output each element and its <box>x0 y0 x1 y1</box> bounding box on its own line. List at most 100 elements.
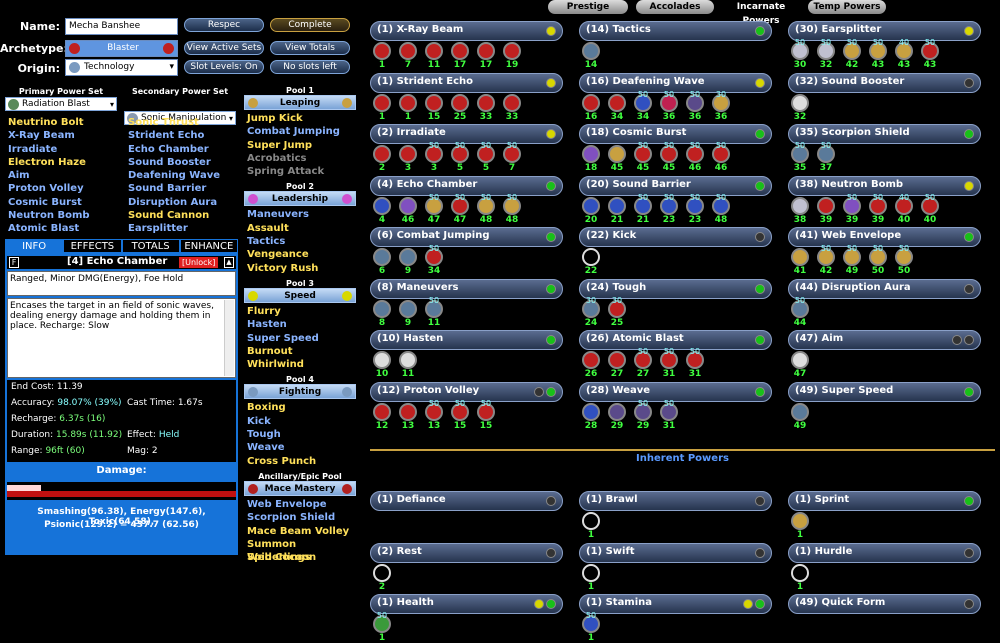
inactive-indicator[interactable] <box>964 547 974 558</box>
enhancement-icon[interactable] <box>373 615 391 633</box>
power-cross-punch[interactable]: Cross Punch <box>247 455 317 467</box>
toggle-indicator[interactable] <box>534 599 544 609</box>
active-indicator[interactable] <box>964 129 974 139</box>
inactive-indicator[interactable] <box>534 386 544 397</box>
power-spring-attack[interactable]: Spring Attack <box>247 166 325 178</box>
enhancement-icon[interactable] <box>451 196 469 215</box>
expand-icon[interactable]: ▲ <box>224 257 234 268</box>
enhancement-icon[interactable] <box>582 563 600 582</box>
toggle-indicator[interactable] <box>546 77 556 88</box>
power-atomic-blast[interactable]: Atomic Blast <box>8 223 80 235</box>
active-indicator[interactable] <box>546 386 556 397</box>
enhancement-icon[interactable] <box>608 145 626 163</box>
toggle-indicator[interactable] <box>546 26 556 36</box>
inactive-indicator[interactable] <box>964 283 974 294</box>
enhancement-icon[interactable] <box>608 299 626 318</box>
enhancement-icon[interactable] <box>660 196 678 215</box>
enhancement-icon[interactable] <box>582 512 600 530</box>
power-slot-earsplitter[interactable]: (30) Earsplitter <box>788 21 981 41</box>
power-slot-irradiate[interactable]: (2) Irradiate <box>370 124 563 144</box>
enhancement-icon[interactable] <box>895 196 913 215</box>
enhancement-icon[interactable] <box>425 145 443 163</box>
enhancement-icon[interactable] <box>660 93 678 112</box>
enhancement-icon[interactable] <box>791 563 809 582</box>
enhancement-icon[interactable] <box>817 196 835 215</box>
power-slot-combat-jumping[interactable]: (6) Combat Jumping <box>370 227 563 247</box>
power-super-speed[interactable]: Super Speed <box>247 332 319 344</box>
origin-select[interactable]: Technology ▾ <box>65 59 178 76</box>
enhancement-icon[interactable] <box>686 145 704 163</box>
power-slot-swift[interactable]: (1) Swift <box>579 542 772 563</box>
enhancement-icon[interactable] <box>451 145 469 163</box>
enhancement-icon[interactable] <box>712 145 730 163</box>
power-sonic-thrust[interactable]: Sonic Thrust <box>128 117 199 128</box>
power-echo-chamber[interactable]: Echo Chamber <box>128 143 209 155</box>
power-slot-kick[interactable]: (22) Kick <box>579 227 772 247</box>
enhancement-icon[interactable] <box>634 196 652 215</box>
enhancement-icon[interactable] <box>503 145 521 163</box>
enhancement-icon[interactable] <box>843 248 861 266</box>
enhancement-icon[interactable] <box>634 351 652 369</box>
enhancement-icon[interactable] <box>582 42 600 60</box>
power-slot-tough[interactable]: (24) Tough <box>579 278 772 299</box>
enhancement-icon[interactable] <box>477 93 495 112</box>
power-slot-proton-volley[interactable]: (12) Proton Volley <box>370 381 563 402</box>
enhancement-icon[interactable] <box>477 145 495 163</box>
enhancement-icon[interactable] <box>608 93 626 112</box>
power-disruption-aura[interactable]: Disruption Aura <box>128 196 218 208</box>
enhancement-icon[interactable] <box>712 196 730 215</box>
power-slot-x-ray-beam[interactable]: (1) X-Ray Beam <box>370 21 563 41</box>
power-acrobatics[interactable]: Acrobatics <box>247 152 307 164</box>
power-vengeance[interactable]: Vengeance <box>247 249 309 261</box>
enhancement-icon[interactable] <box>791 42 809 60</box>
pool-select-mace-mastery[interactable]: Mace Mastery <box>244 480 356 496</box>
pool-select-fighting[interactable]: Fighting <box>244 384 356 400</box>
view-active-sets-button[interactable]: View Active Sets <box>184 41 264 55</box>
power-summon-spiderlings[interactable]: Summon Spiderlings <box>247 538 311 563</box>
enhancement-icon[interactable] <box>869 42 887 60</box>
enhancement-icon[interactable] <box>660 402 678 421</box>
power-boxing[interactable]: Boxing <box>247 402 286 414</box>
active-indicator[interactable] <box>755 26 765 36</box>
power-tough[interactable]: Tough <box>247 429 281 441</box>
secondary-set-select[interactable]: Sonic Manipulation ▾ <box>124 111 236 125</box>
enhancement-icon[interactable] <box>791 145 809 163</box>
enhancement-icon[interactable] <box>582 248 600 266</box>
power-aim[interactable]: Aim <box>8 170 30 182</box>
enhancement-icon[interactable] <box>477 196 495 215</box>
tab-enhance[interactable]: ENHANCE <box>179 239 238 253</box>
enhancement-icon[interactable] <box>817 42 835 60</box>
enhancement-icon[interactable] <box>425 93 443 112</box>
toggle-indicator[interactable] <box>755 77 765 88</box>
enhancement-icon[interactable] <box>451 402 469 421</box>
enhancement-icon[interactable] <box>791 299 809 318</box>
power-web-cocoon[interactable]: Web Cocoon <box>247 552 317 564</box>
pool-select-leadership[interactable]: Leadership <box>244 191 356 207</box>
enhancement-icon[interactable] <box>373 299 391 318</box>
inactive-indicator[interactable] <box>755 232 765 242</box>
enhancement-icon[interactable] <box>373 93 391 112</box>
primary-set-select[interactable]: Radiation Blast ▾ <box>5 97 117 111</box>
inactive-indicator[interactable] <box>755 547 765 558</box>
enhancement-icon[interactable] <box>791 351 809 369</box>
enhancement-icon[interactable] <box>791 402 809 421</box>
power-slot-rest[interactable]: (2) Rest <box>370 542 563 563</box>
enhancement-icon[interactable] <box>425 248 443 266</box>
pool-select-speed[interactable]: Speed <box>244 287 356 303</box>
active-indicator[interactable] <box>546 599 556 609</box>
active-indicator[interactable] <box>964 496 974 506</box>
enhancement-icon[interactable] <box>582 299 600 318</box>
power-slot-weave[interactable]: (28) Weave <box>579 381 772 402</box>
power-slot-neutron-bomb[interactable]: (38) Neutron Bomb <box>788 175 981 196</box>
power-slot-scorpion-shield[interactable]: (35) Scorpion Shield <box>788 124 981 144</box>
power-victory-rush[interactable]: Victory Rush <box>247 262 319 274</box>
power-slot-stamina[interactable]: (1) Stamina <box>579 594 772 614</box>
power-slot-deafening-wave[interactable]: (16) Deafening Wave <box>579 72 772 93</box>
tab-prestige-powers[interactable]: Prestige Powers <box>548 0 628 26</box>
slot-levels-button[interactable]: Slot Levels: On <box>184 60 264 74</box>
inactive-indicator[interactable] <box>964 77 974 88</box>
enhancement-icon[interactable] <box>582 196 600 215</box>
no-slots-button[interactable]: No slots left <box>270 60 350 74</box>
power-sound-booster[interactable]: Sound Booster <box>128 156 211 168</box>
enhancement-icon[interactable] <box>425 402 443 421</box>
